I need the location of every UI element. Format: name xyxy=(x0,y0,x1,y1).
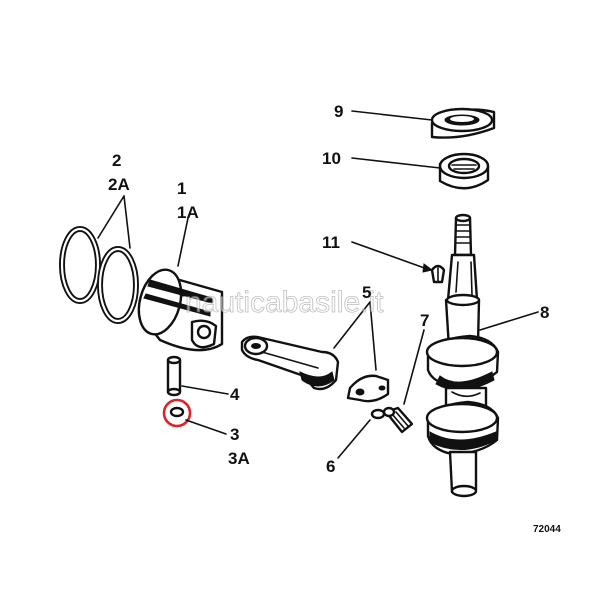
callout-1a: 1A xyxy=(177,203,199,222)
callout-5: 5 xyxy=(362,283,371,302)
piston-pin-part-4[interactable] xyxy=(166,355,182,397)
piston-rings-part-2[interactable] xyxy=(59,226,139,324)
seal-part-9[interactable] xyxy=(430,107,496,139)
callout-2: 2 xyxy=(112,151,121,170)
figure-number: 72044 xyxy=(533,524,561,535)
piston-part-1[interactable] xyxy=(132,265,224,352)
callout-4: 4 xyxy=(230,385,240,404)
callout-8: 8 xyxy=(540,303,549,322)
bearing-part-10[interactable] xyxy=(438,152,490,190)
callout-2a: 2A xyxy=(108,175,130,194)
washer-part-6[interactable] xyxy=(370,408,386,420)
callout-10: 10 xyxy=(322,149,341,168)
callout-7: 7 xyxy=(420,311,429,330)
watermark-text: nauticabasile.it xyxy=(185,286,384,319)
highlight-circle xyxy=(162,398,192,428)
callout-3: 3 xyxy=(230,425,239,444)
callout-11: 11 xyxy=(322,233,340,252)
screw-part-7[interactable] xyxy=(382,406,414,434)
retaining-ring-part-3[interactable] xyxy=(162,398,192,428)
connecting-rod-part-5[interactable] xyxy=(240,335,390,403)
callout-9: 9 xyxy=(334,102,343,121)
woodruff-key-part-11[interactable] xyxy=(430,264,446,284)
callout-6: 6 xyxy=(326,457,335,476)
crankshaft-part-8[interactable] xyxy=(425,213,500,498)
callout-3a: 3A xyxy=(228,449,250,468)
leader-lines xyxy=(97,110,539,459)
callout-1: 1 xyxy=(177,179,186,198)
